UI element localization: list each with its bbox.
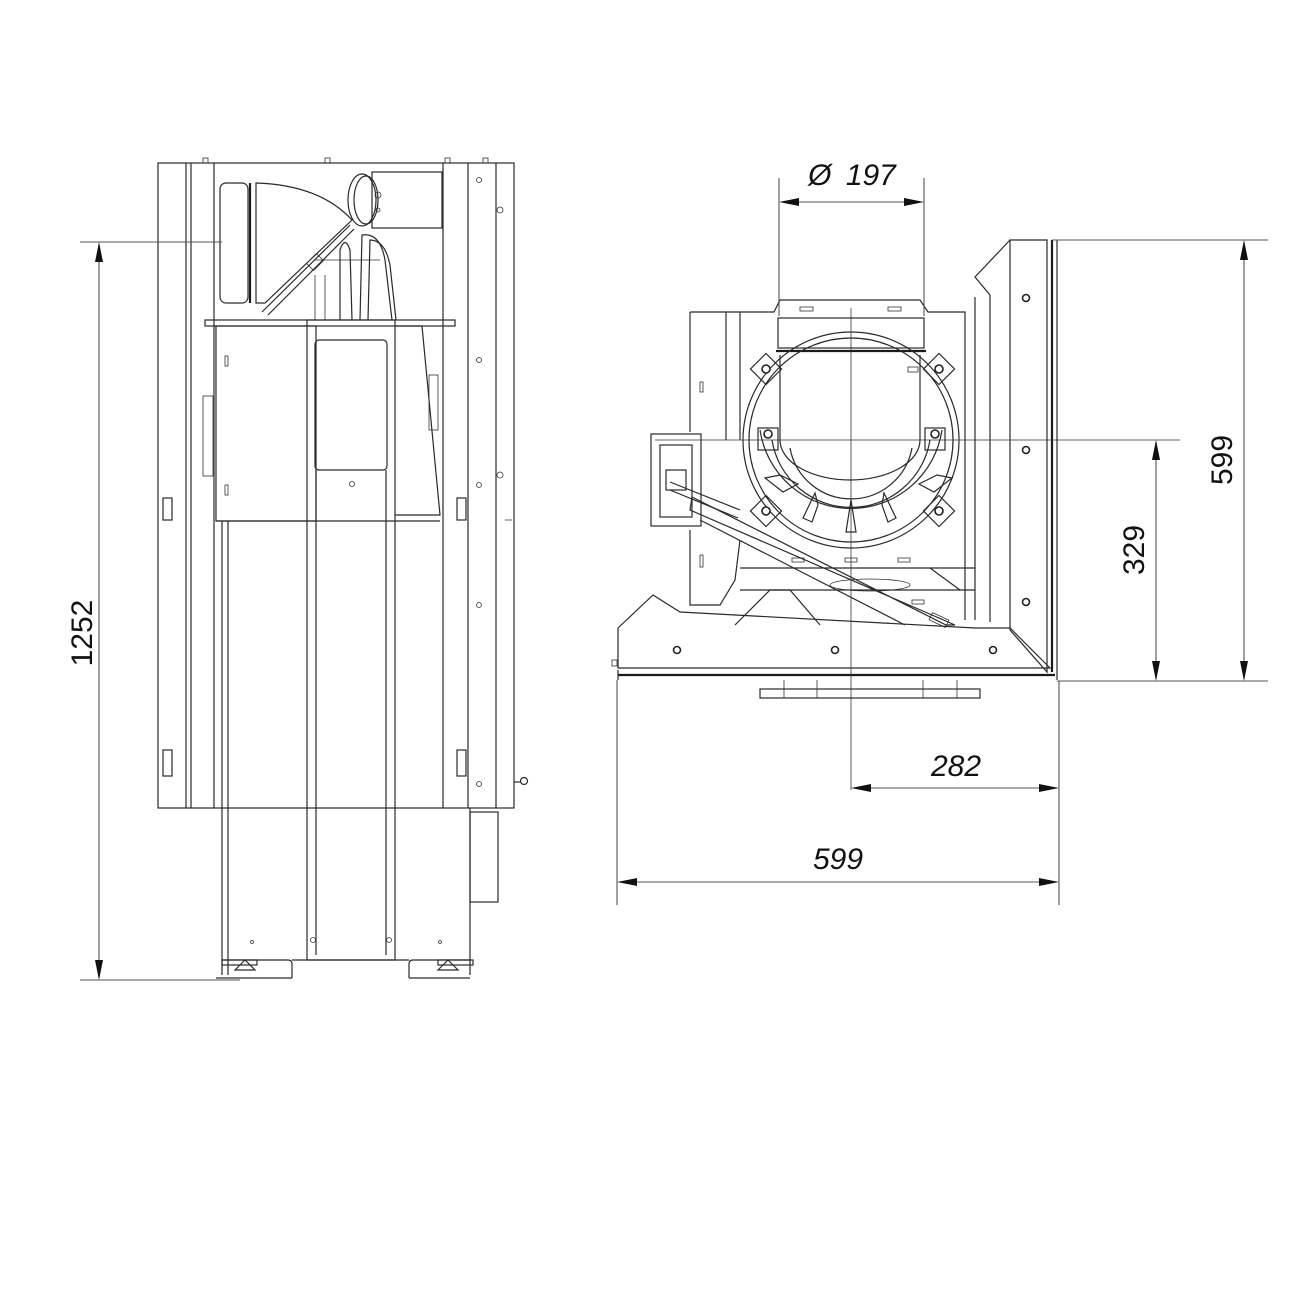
dimension-offset-282: 282 — [851, 681, 1060, 905]
dim-text-329: 329 — [1118, 525, 1151, 575]
dim-text-599-horizontal: 599 — [813, 843, 863, 876]
svg-text:Ø 197: Ø 197 — [807, 159, 897, 192]
dimension-diameter-197: Ø 197 — [778, 159, 925, 316]
dim-text-197: 197 — [846, 159, 897, 192]
dim-text-282: 282 — [930, 750, 981, 783]
diameter-symbol: Ø — [807, 159, 833, 192]
dimension-height-1252: 1252 — [66, 241, 240, 981]
dimension-height-329: 329 — [1118, 440, 1160, 681]
dimension-width-599: 599 — [616, 680, 1059, 905]
front-view — [611, 239, 1180, 790]
side-view — [157, 157, 529, 979]
dim-text-599-vertical: 599 — [1206, 435, 1239, 485]
dim-text-1252: 1252 — [66, 600, 99, 667]
dimension-height-599: 599 — [1052, 239, 1268, 682]
